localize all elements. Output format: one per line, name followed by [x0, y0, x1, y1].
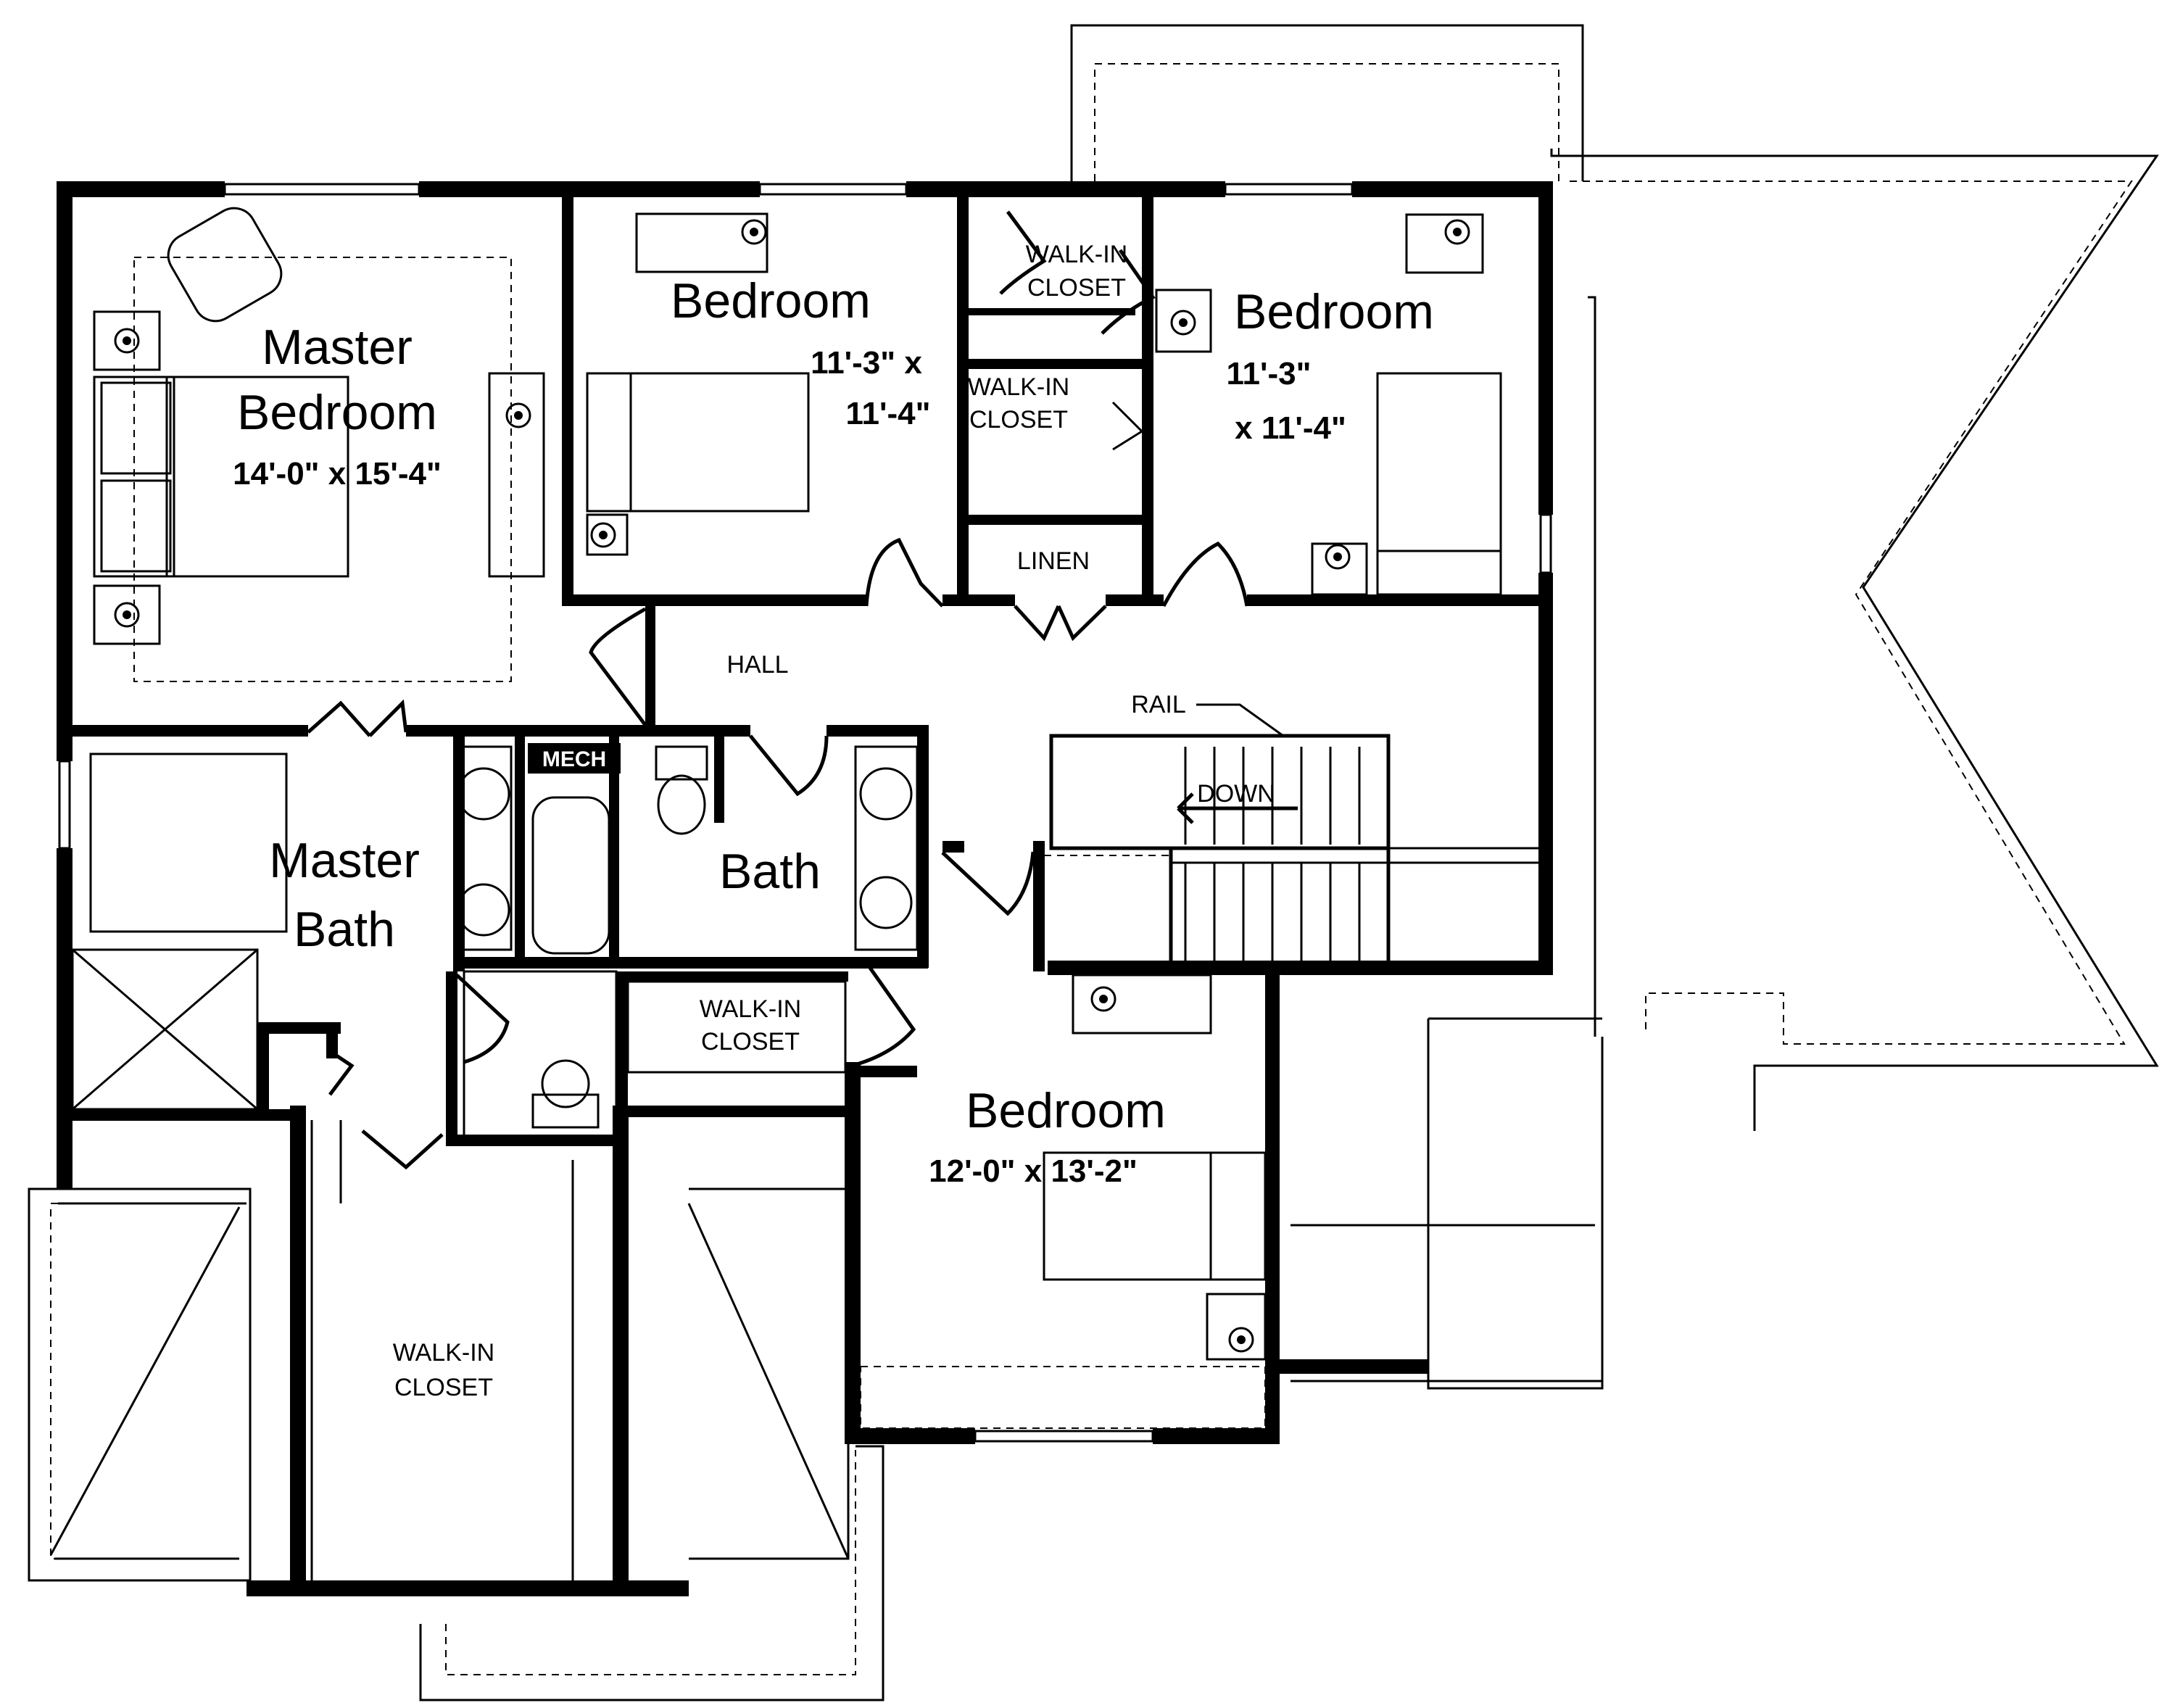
staircase [1044, 734, 1538, 970]
rail-label: RAIL [1131, 691, 1186, 718]
walkin-closet-master-label-1: WALK-IN [393, 1339, 494, 1367]
walkin-closet-mid-label-2: CLOSET [969, 406, 1068, 434]
lamp-icon [1170, 310, 1196, 336]
roof-outline-left [28, 1187, 252, 1582]
lamp-icon-center [514, 411, 523, 420]
walkin-closet-lower-label-2: CLOSET [701, 1028, 800, 1056]
down-arrow: DOWN [1177, 780, 1298, 824]
hall-label: HALL [726, 651, 788, 679]
lamp-icon [1444, 219, 1470, 245]
lamp-icon-center [123, 336, 131, 345]
bedroom-1-size-line2: 11'-4" [846, 396, 931, 431]
lamp-icon-center [750, 228, 758, 236]
bedroom-2-size-line1: 11'-3" [1227, 356, 1312, 391]
lamp-icon-center [1179, 318, 1188, 327]
roof-outline-bottom [419, 1187, 884, 1701]
exterior-walls [57, 181, 1553, 1596]
lamp-icon [114, 328, 140, 354]
walkin-closet-master-label-2: CLOSET [394, 1374, 493, 1401]
armchair [167, 207, 283, 323]
bedroom-1-title: Bedroom [671, 273, 871, 328]
lamp-icon-center [1333, 552, 1342, 561]
corner-tub [89, 753, 288, 933]
down-label: DOWN [1197, 780, 1275, 808]
vanity [455, 745, 513, 951]
bath-title: Bath [719, 844, 821, 899]
nightstand-lamp [93, 310, 161, 371]
bedroom-2-title: Bedroom [1234, 284, 1434, 339]
walkin-closet-mid-label-1: WALK-IN [968, 373, 1069, 401]
master-bath-title-line2: Bath [294, 902, 395, 957]
stair-treads [1184, 747, 1361, 964]
shower [71, 948, 259, 1111]
walkin-closet-lower-label-1: WALK-IN [700, 995, 801, 1023]
lamp-icon [114, 602, 140, 628]
master-bath-title-line1: Master [269, 833, 420, 888]
mech-badge: MECH [528, 743, 621, 774]
lamp-icon [590, 522, 616, 548]
master-bedroom-title-line2: Bedroom [237, 385, 437, 440]
doors [307, 210, 1249, 1170]
roof-outline-right [1290, 149, 2159, 1390]
bedroom-3-size: 12'-0" x 13'-2" [929, 1153, 1138, 1189]
bedroom-2-size-line2: x 11'-4" [1235, 410, 1346, 446]
room-labels: Master Bedroom 14'-0" x 15'-4" Bedroom 1… [233, 273, 1434, 1189]
bath-vanity [854, 745, 919, 951]
toilet-tank [655, 745, 708, 781]
roof-outline-top [1070, 24, 1584, 181]
lamp-icon [1228, 1327, 1254, 1353]
dresser [488, 372, 545, 578]
rail-leader-line [1196, 703, 1284, 737]
small-labels: WALK-IN CLOSET WALK-IN CLOSET LINEN HALL… [393, 241, 1298, 1401]
lamp-icon-center [599, 531, 608, 539]
linen-label: LINEN [1017, 547, 1090, 575]
lamp-symbols [114, 219, 1470, 1353]
lamp-icon-center [1237, 1335, 1246, 1344]
master-bedroom-title-line1: Master [262, 320, 413, 375]
bedroom-1-size-line1: 11'-3" x [811, 345, 922, 381]
lamp-icon [1090, 986, 1116, 1012]
master-bedroom-size: 14'-0" x 15'-4" [233, 456, 442, 492]
lamp-icon [1325, 544, 1351, 570]
mech-label: MECH [542, 747, 606, 771]
bed [1376, 372, 1502, 596]
bathtub [531, 796, 610, 955]
bed [586, 372, 810, 513]
master-bed [173, 376, 349, 578]
furniture [71, 207, 1502, 1580]
lamp-icon [741, 219, 767, 245]
bedroom-3-title: Bedroom [966, 1083, 1166, 1138]
walkin-closet-top-label-2: CLOSET [1027, 274, 1126, 302]
lamp-icon-center [1453, 228, 1462, 236]
walkin-closet-top-label-1: WALK-IN [1026, 241, 1127, 268]
lamp-icon-center [123, 610, 131, 619]
lamp-icon [505, 402, 531, 428]
lamp-icon-center [1099, 995, 1108, 1003]
